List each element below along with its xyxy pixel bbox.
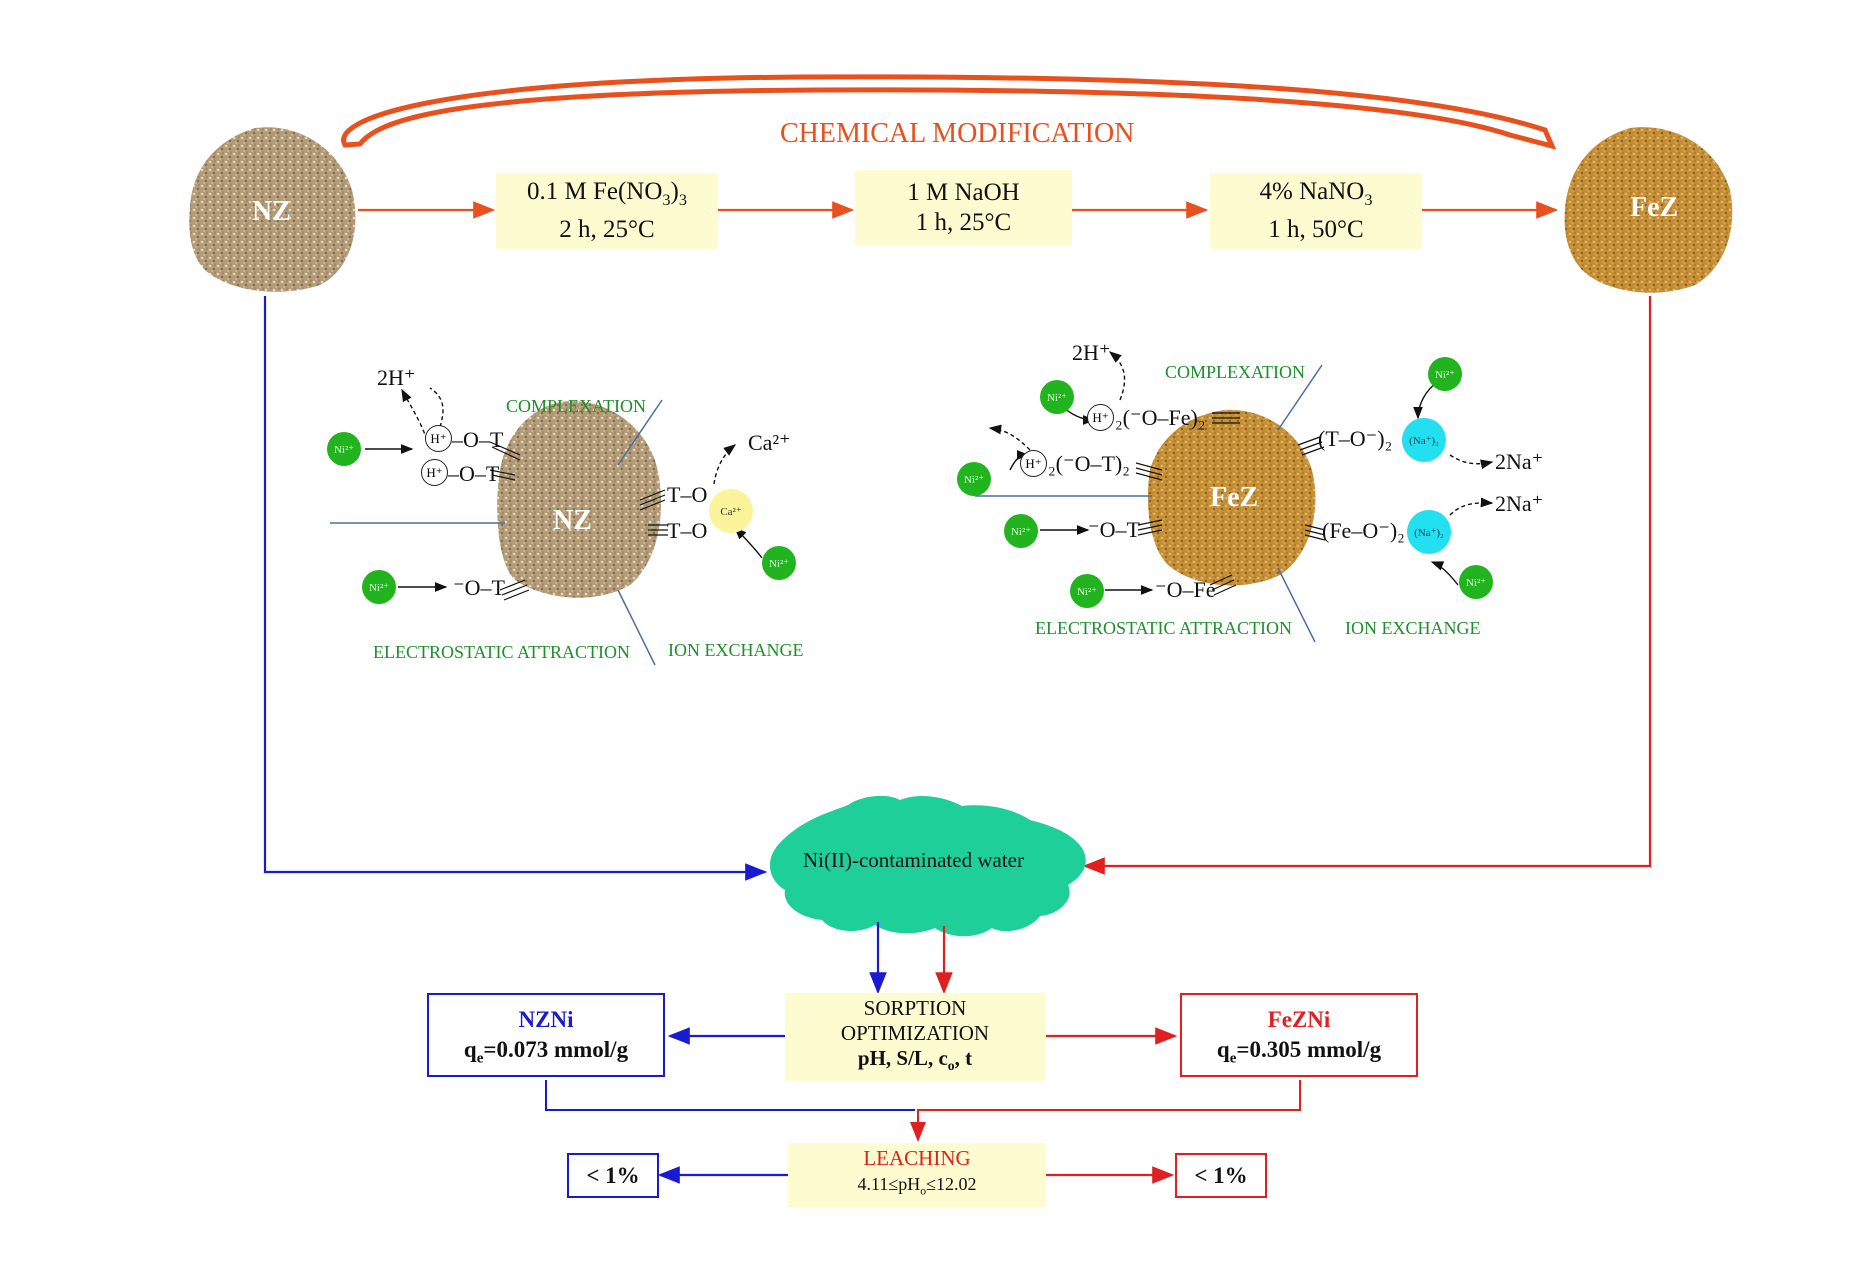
fezni-name: FeZNi xyxy=(1267,1007,1331,1032)
leaching-box: LEACHING 4.11≤pHo≤12.02 xyxy=(788,1143,1046,1207)
nz-complexation-label: COMPLEXATION xyxy=(506,396,647,416)
nz-label-middle: NZ xyxy=(553,505,592,536)
fez-h-ion-1: H⁺ xyxy=(1087,404,1114,431)
fez-divider-top xyxy=(1277,364,1323,431)
nz-ion-exchange-label: ION EXCHANGE xyxy=(668,640,804,660)
sorption-line-1: SORPTION xyxy=(863,995,967,1020)
leaching-range: 4.11≤pHo≤12.02 xyxy=(857,1174,977,1198)
step-3-conditions: 1 h, 50°C xyxy=(1268,216,1364,243)
nz-ni-ion-3: Ni²⁺ xyxy=(762,546,796,580)
water-label: Ni(II)-contaminated water xyxy=(803,848,1024,872)
step-1-box: 0.1 M Fe(NO3)3 2 h, 25°C xyxy=(496,173,718,249)
step-2-reagent: 1 M NaOH xyxy=(907,179,1020,206)
fezni-result-box: FeZNi qe=0.305 mmol/g xyxy=(1180,993,1418,1077)
fez-label-middle: FeZ xyxy=(1210,482,1259,513)
nzni-name: NZNi xyxy=(518,1007,574,1032)
nz-o-t: ⁻O–T xyxy=(453,575,505,600)
fez-ni-ion-3: Ni²⁺ xyxy=(1004,514,1038,548)
fez-ni-ion-5: Ni²⁺ xyxy=(1428,357,1462,391)
fez-two-h: 2H⁺ xyxy=(1072,340,1111,365)
fez-t-o-na: (T–O⁻)₂ xyxy=(1318,426,1393,451)
fez-ni-ion-2: Ni²⁺ xyxy=(957,462,991,496)
step-1-reagent: 0.1 M Fe(NO3)3 xyxy=(527,178,687,209)
nz-electrostatic-label: ELECTROSTATIC ATTRACTION xyxy=(373,642,631,662)
chemical-modification-title: CHEMICAL MODIFICATION xyxy=(780,118,1135,149)
fez-na-released-2: 2Na⁺ xyxy=(1495,491,1544,516)
fez-complexation-label: COMPLEXATION xyxy=(1165,362,1306,382)
fez-ni-ion-4: Ni²⁺ xyxy=(1070,574,1104,608)
fez-pile-top xyxy=(1564,127,1733,293)
fez-h-ion-2: H⁺ xyxy=(1020,450,1047,477)
nz-t-o-2: T–O xyxy=(667,518,708,543)
step-3-box: 4% NaNO3 1 h, 50°C xyxy=(1210,173,1422,249)
step-3-reagent: 4% NaNO3 xyxy=(1259,178,1373,209)
sorption-line-2: OPTIMIZATION xyxy=(840,1020,990,1045)
fez-ni-ion-1: Ni²⁺ xyxy=(1040,380,1074,414)
nz-label-top: NZ xyxy=(252,196,291,227)
fez-fe-o-na: (Fe–O⁻)₂ xyxy=(1322,518,1405,543)
sorption-params: pH, S/L, co, t xyxy=(857,1045,973,1074)
step-1-conditions: 2 h, 25°C xyxy=(559,216,655,243)
sorption-box: SORPTION OPTIMIZATION pH, S/L, co, t xyxy=(785,993,1045,1081)
nzni-capacity: qe=0.073 mmol/g xyxy=(463,1037,629,1067)
nz-pile-middle xyxy=(497,401,662,598)
nzni-to-leaching xyxy=(545,1080,915,1111)
fez-electrostatic-label: ELECTROSTATIC ATTRACTION xyxy=(1035,618,1293,638)
nz-h-o-t-2: –O–T xyxy=(448,461,500,486)
nz-h-ion-1: H⁺ xyxy=(425,425,452,452)
nzni-result-box: NZNi qe=0.073 mmol/g xyxy=(427,993,665,1077)
fez-pile-middle xyxy=(1147,409,1316,586)
fez-ion-exchange-label: ION EXCHANGE xyxy=(1345,618,1481,638)
fez-na-ion-1: (Na⁺)₂ xyxy=(1402,418,1446,462)
nz-h-ion-2: H⁺ xyxy=(421,459,448,486)
fez-ni-ion-6: Ni²⁺ xyxy=(1459,565,1493,599)
fez-na-ion-2: (Na⁺)₂ xyxy=(1407,510,1451,554)
nz-leaching-value: < 1% xyxy=(567,1153,659,1198)
nz-ca-ion: Ca²⁺ xyxy=(709,489,753,533)
fez-leaching-value: < 1% xyxy=(1175,1153,1267,1198)
fezni-capacity: qe=0.305 mmol/g xyxy=(1216,1037,1382,1067)
nz-path-to-water xyxy=(263,296,768,881)
nz-ni-ion-2: Ni²⁺ xyxy=(362,570,396,604)
fezni-to-leaching xyxy=(910,1080,1301,1142)
fez-o-fe: ⁻O–Fe xyxy=(1155,577,1216,602)
fez-h2-o-t2: ₂(⁻O–T)₂ xyxy=(1048,451,1130,476)
nz-ca-released: Ca²⁺ xyxy=(748,430,791,455)
modification-arc xyxy=(341,74,1557,150)
nz-t-o-1: T–O xyxy=(667,482,708,507)
leaching-title: LEACHING xyxy=(863,1146,971,1171)
nz-pile-top xyxy=(189,127,356,292)
nz-h-o-t-1: –O–T xyxy=(452,427,504,452)
fez-path-to-water xyxy=(1082,296,1652,875)
nz-ni-ion-1: Ni²⁺ xyxy=(327,432,361,466)
water-cloud xyxy=(769,795,1086,937)
nz-two-h: 2H⁺ xyxy=(377,365,416,390)
fez-label-top: FeZ xyxy=(1630,192,1679,223)
step-2-conditions: 1 h, 25°C xyxy=(915,209,1012,236)
fez-h2-o-fe2: ₂(⁻O–Fe)₂ xyxy=(1115,405,1206,430)
nz-divider-bottom xyxy=(617,589,656,666)
step-2-box: 1 M NaOH 1 h, 25°C xyxy=(855,170,1072,246)
nz-divider-top xyxy=(617,399,663,466)
fez-na-released-1: 2Na⁺ xyxy=(1495,449,1544,474)
fez-o-t: ⁻O–T xyxy=(1088,517,1140,542)
fez-divider-bottom xyxy=(1277,567,1316,643)
